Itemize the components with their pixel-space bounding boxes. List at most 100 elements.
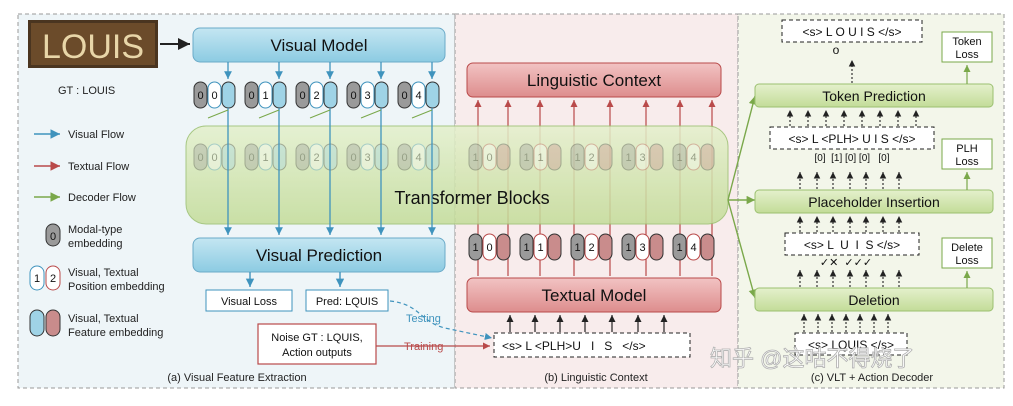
visual-prediction-label: Visual Prediction: [256, 246, 382, 265]
position-digit: 3: [639, 152, 645, 164]
modal-type-pill: [397, 143, 412, 171]
modal-type-digit: 0: [197, 152, 203, 164]
visual-model-box: [192, 27, 446, 63]
visual-loss-box: [205, 289, 293, 312]
watermark-text: 知乎 @这咕不得烧了: [710, 346, 914, 371]
input-sequence-text: <s> L <PLH>U I S </s>: [502, 339, 646, 353]
legend-modal-type-label-1: Modal-type: [68, 224, 122, 236]
pred-box: [305, 289, 389, 312]
position-digit: 0: [211, 152, 217, 164]
placeholder-insertion-label: Placeholder Insertion: [808, 194, 940, 210]
deletion-sequence-box: [784, 232, 920, 256]
modal-type-pill: [244, 81, 259, 109]
noise-gt-box: [257, 323, 377, 365]
position-pill: [482, 233, 497, 261]
position-digit: 2: [588, 242, 594, 254]
modal-type-pill: [672, 233, 687, 261]
visual-model-output-arrows: [224, 62, 436, 79]
feature-pill: [496, 143, 511, 171]
legend-position-label-2: Position embedding: [68, 281, 165, 293]
pred-label: Pred: LQUIS: [316, 296, 378, 308]
feature-pill: [649, 143, 664, 171]
position-digit: 3: [364, 90, 370, 102]
legend-position-digit-a: 1: [34, 273, 40, 285]
modal-type-pill: [570, 233, 585, 261]
modal-type-pill: [193, 81, 208, 109]
modal-type-pill: [193, 143, 208, 171]
legend-textual-feature-pill: [45, 309, 61, 337]
deletion-label: Deletion: [848, 292, 899, 308]
modal-type-pill: [672, 143, 687, 171]
modal-type-digit: 1: [676, 242, 682, 254]
position-pill: [686, 143, 701, 171]
output-o-mark: o: [833, 43, 840, 57]
decoder-flow-arrow-top: [727, 95, 757, 201]
position-digit: 4: [415, 90, 421, 102]
position-digit: 4: [415, 152, 421, 164]
modal-type-digit: 1: [625, 152, 631, 164]
feature-pill: [547, 143, 562, 171]
linguistic-context-label: Linguistic Context: [527, 71, 661, 90]
noise-gt-label-1: Noise GT : LQUIS,: [271, 332, 363, 344]
position-digit: 0: [486, 152, 492, 164]
textual-model-box: [466, 277, 722, 313]
position-digit: 1: [262, 152, 268, 164]
visual-decoder-branch-0: [207, 109, 229, 119]
visual-flow-arrows: [207, 108, 436, 235]
feature-pill: [374, 81, 389, 109]
position-digit: 3: [639, 242, 645, 254]
deletion-sequence-text: <s> L U I S </s>: [804, 238, 900, 252]
decoder-input-sequence-text: <s> LQUIS </s>: [808, 338, 894, 352]
position-digit: 1: [537, 152, 543, 164]
modal-type-pill: [468, 143, 483, 171]
position-pill: [482, 143, 497, 171]
legend-position-label-1: Visual, Textual: [68, 267, 139, 279]
deletion-marks-text: ✓✕ ✓✓✓: [820, 257, 872, 269]
visual-loss-label: Visual Loss: [221, 296, 278, 308]
feature-pill: [496, 233, 511, 261]
modal-type-digit: 1: [574, 152, 580, 164]
legend-modal-type-label-2: embedding: [68, 238, 122, 250]
decoder-flow-arrow-bottom: [727, 199, 757, 299]
noise-gt-label-2: Action outputs: [282, 347, 352, 359]
modal-type-pill: [468, 233, 483, 261]
position-digit: 0: [486, 242, 492, 254]
input-sequence-box: [493, 332, 691, 358]
modal-type-digit: 1: [523, 152, 529, 164]
legend-visual-feature-pill: [29, 309, 45, 337]
token-loss-box: [941, 31, 993, 63]
modal-type-digit: 1: [676, 152, 682, 164]
modal-type-pill: [621, 233, 636, 261]
position-pill: [533, 233, 548, 261]
caption-a: (a) Visual Feature Extraction: [167, 372, 306, 384]
visual-decoder-branch-3: [360, 109, 382, 119]
position-pill: [533, 143, 548, 171]
position-digit: 1: [537, 242, 543, 254]
token-prediction-label: Token Prediction: [822, 88, 926, 104]
visual-prediction-box: [192, 237, 446, 273]
position-pill: [686, 233, 701, 261]
feature-pill: [323, 81, 338, 109]
position-pill: [411, 143, 426, 171]
modal-type-pill: [346, 81, 361, 109]
training-label: Training: [404, 341, 443, 353]
modal-type-pill: [295, 143, 310, 171]
position-digit: 1: [262, 90, 268, 102]
plh-loss-label-2: Loss: [955, 156, 979, 168]
legend-modal-type-digit: 0: [50, 231, 56, 243]
position-pill: [360, 81, 375, 109]
modal-type-digit: 0: [299, 90, 305, 102]
modal-type-digit: 1: [472, 152, 478, 164]
position-pill: [411, 81, 426, 109]
position-pill: [309, 143, 324, 171]
gt-label: GT : LOUIS: [58, 85, 115, 97]
legend-visual-flow-label: Visual Flow: [68, 129, 124, 141]
